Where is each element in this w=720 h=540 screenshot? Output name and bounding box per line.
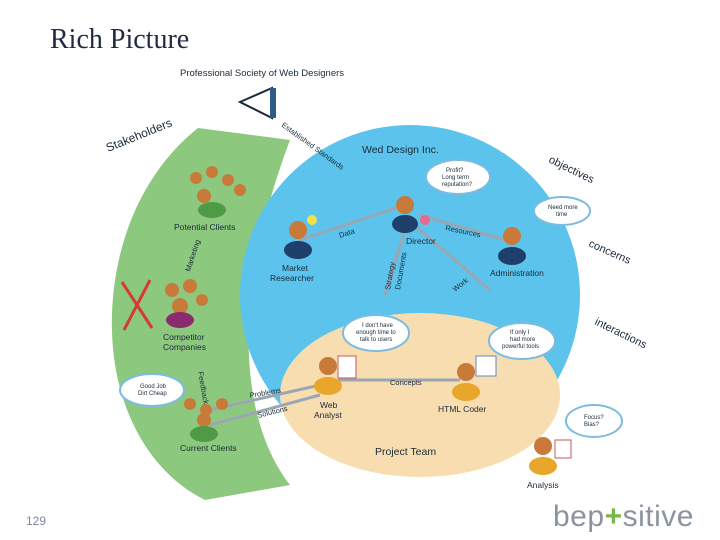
analysis-icon xyxy=(529,437,572,475)
thought-coder-2: had more xyxy=(510,337,536,343)
concepts-link: Concepts xyxy=(390,378,422,387)
megaphone-icon xyxy=(237,86,276,120)
objectives-label: objectives xyxy=(547,154,597,186)
logo-part-1: bep xyxy=(553,500,605,533)
company-label: Wed Design Inc. xyxy=(362,144,439,156)
html-coder-icon xyxy=(452,355,497,401)
thought-admin-2: time xyxy=(556,212,568,218)
html-coder-label: HTML Coder xyxy=(438,404,487,414)
web-analyst-label-2: Analyst xyxy=(314,410,343,420)
thought-client-1: Good Job xyxy=(140,384,167,390)
team-label: Project Team xyxy=(375,446,436,458)
thought-director-3: reputation? xyxy=(442,182,473,188)
brand-logo: bep+sitive xyxy=(553,500,694,534)
cloud-analysis xyxy=(565,404,623,438)
interactions-label: interactions xyxy=(593,316,649,352)
thought-director-2: Long term xyxy=(442,175,469,181)
stakeholder-zone xyxy=(111,128,290,500)
competitor-label-2: Companies xyxy=(163,342,206,352)
web-analyst-icon xyxy=(314,355,357,395)
thought-analysis-1: Focus? xyxy=(584,415,604,421)
market-researcher-label-2: Researcher xyxy=(270,273,314,283)
competitor-cross-icon xyxy=(120,279,154,331)
page-number: 129 xyxy=(26,514,47,528)
administration-icon xyxy=(498,227,526,265)
concerns-label: concerns xyxy=(587,238,633,267)
stakeholders-label: Stakeholders xyxy=(104,116,174,155)
market-researcher-icon xyxy=(284,215,317,259)
thought-coder-3: powerful tools xyxy=(502,344,539,350)
logo-plus-icon: + xyxy=(604,500,623,533)
solutions-link: Solutions xyxy=(256,404,288,420)
analysis-label: Analysis xyxy=(527,480,559,490)
team-zone xyxy=(280,313,560,477)
competitor-icon xyxy=(165,279,208,328)
thought-client-2: Dirt Cheap xyxy=(138,391,167,397)
market-researcher-label-1: Market xyxy=(282,263,309,273)
competitor-label-1: Competitor xyxy=(163,332,205,342)
director-icon xyxy=(392,196,430,233)
org-label: Professional Society of Web Designers xyxy=(180,68,344,79)
web-analyst-label-1: Web xyxy=(320,400,338,410)
administration-label: Administration xyxy=(490,268,544,278)
potential-clients-icon xyxy=(190,166,246,218)
current-clients-label: Current Clients xyxy=(180,443,237,453)
slide-title: Rich Picture xyxy=(50,24,190,55)
cloud-client xyxy=(119,373,185,407)
thought-researcher-1: I don't have xyxy=(362,323,393,329)
potential-clients-label: Potential Clients xyxy=(174,222,235,232)
cloud-coder xyxy=(488,322,556,360)
people-icons xyxy=(165,166,572,475)
thought-researcher-2: enough time to xyxy=(356,330,396,336)
thought-coder-1: If only I xyxy=(510,330,530,336)
cloud-admin xyxy=(533,196,591,226)
cloud-researcher xyxy=(342,314,410,352)
current-clients-icon xyxy=(184,398,228,442)
director-label: Director xyxy=(406,236,436,246)
thought-admin-1: Need more xyxy=(548,205,578,211)
thought-clouds xyxy=(119,159,623,438)
thought-researcher-3: talk to users xyxy=(360,337,392,343)
thought-analysis-2: Bias? xyxy=(584,422,600,428)
logo-part-2: sitive xyxy=(622,500,694,533)
cloud-director xyxy=(425,159,491,195)
thought-director-1: Profit? xyxy=(446,168,464,174)
